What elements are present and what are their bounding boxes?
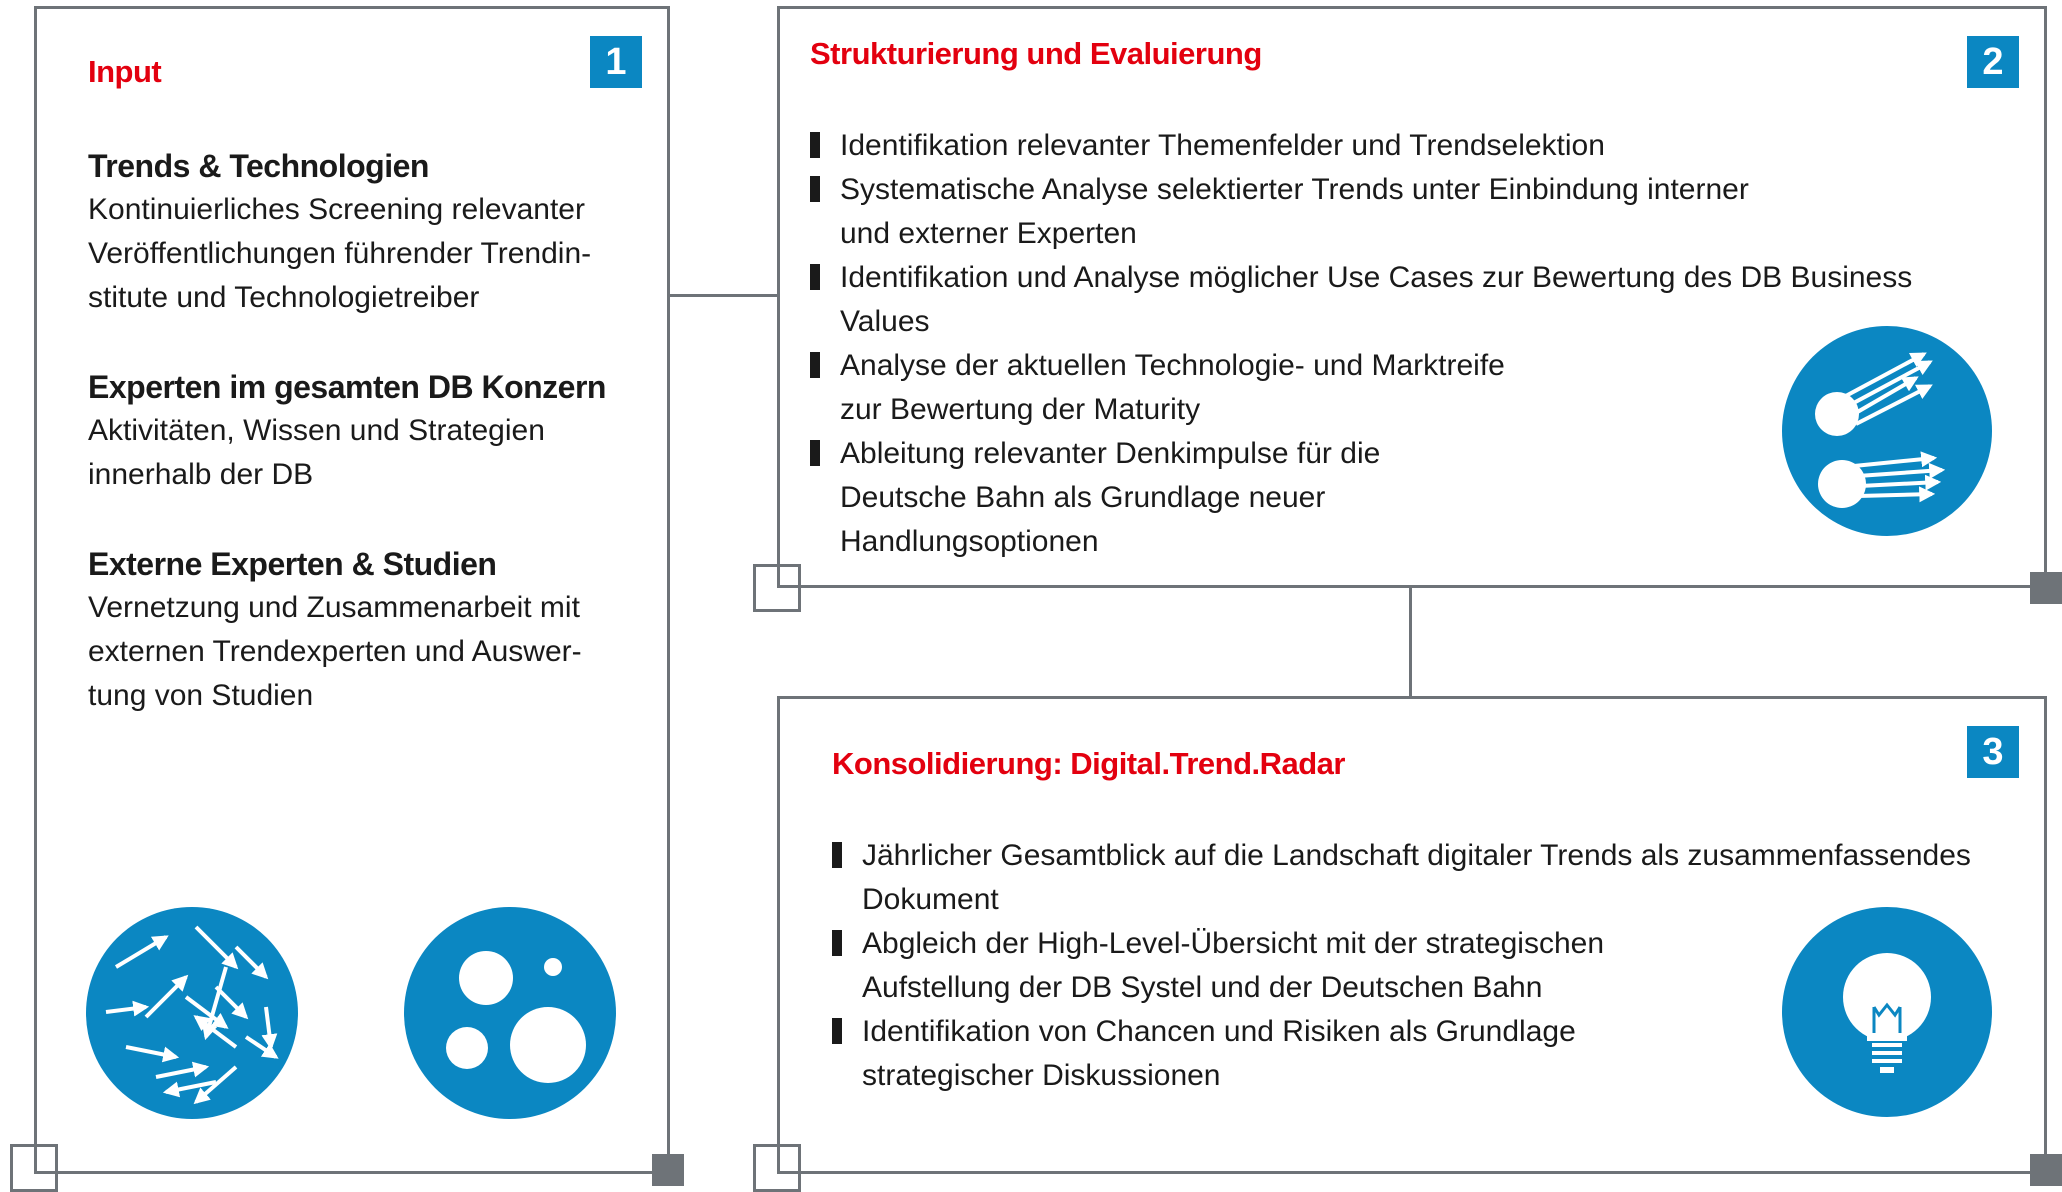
section-title: Experten im gesamten DB Konzern: [88, 369, 606, 405]
section-title: Trends & Technologien: [88, 148, 429, 184]
section-text: Vernetzung und Zusammenarbeit mit extern…: [88, 591, 582, 712]
section-text: Kontinuierliches Screening relevanter Ve…: [88, 193, 592, 314]
panel-number-badge: 1: [590, 36, 642, 88]
panel-heading: Konsolidierung: Digital.Trend.Radar: [832, 746, 1345, 781]
bullet-item: Identifikation relevanter Themenfelder u…: [810, 124, 2010, 168]
bubbles-icon: [404, 907, 616, 1119]
input-section: Experten im gesamten DB Konzern Aktivitä…: [88, 365, 648, 497]
panel-evaluation-corner-mark: [753, 564, 801, 612]
panel-evaluation-corner-block: [2030, 572, 2062, 604]
bullet-item: Identifikation von Chancen und Risiken a…: [832, 1010, 2012, 1098]
scattered-arrows-icon: [86, 907, 298, 1119]
bullet-list: Identifikation relevanter Themenfelder u…: [810, 124, 2010, 564]
section-title: Externe Experten & Studien: [88, 546, 497, 582]
directed-arrows-icon: [1782, 326, 1992, 536]
bullet-list: Jährlicher Gesamtblick auf die Landschaf…: [832, 834, 2012, 1098]
panel-input-corner-block: [652, 1154, 684, 1186]
input-section: Trends & Technologien Kontinuierliches S…: [88, 144, 648, 320]
bullet-item: Ableitung relevanter Denkimpulse für die…: [810, 432, 2010, 564]
bullet-item: Jährlicher Gesamtblick auf die Landschaf…: [832, 834, 2012, 922]
section-text: Aktivitäten, Wissen und Strategien inner…: [88, 414, 545, 491]
panel-heading: Strukturierung und Evaluierung: [810, 36, 1262, 71]
bullet-item: Analyse der aktuellen Technologie- und M…: [810, 344, 2010, 432]
connector-panel2-panel3: [1409, 586, 1412, 697]
panel-consolidation-corner-block: [2030, 1154, 2062, 1186]
panel-number-badge: 2: [1967, 36, 2019, 88]
bullet-item: Systematische Analyse selektierter Trend…: [810, 168, 2010, 256]
panel-number-badge: 3: [1967, 726, 2019, 778]
connector-panel1-panel2: [666, 294, 778, 297]
panel-heading: Input: [88, 54, 162, 89]
panel-consolidation-corner-mark: [753, 1144, 801, 1192]
lightbulb-icon: [1782, 907, 1992, 1117]
input-section: Externe Experten & Studien Vernetzung un…: [88, 542, 648, 718]
bullet-item: Identifikation und Analyse möglicher Use…: [810, 256, 2010, 344]
panel-input-corner-mark: [10, 1144, 58, 1192]
bullet-item: Abgleich der High-Level-Übersicht mit de…: [832, 922, 2012, 1010]
